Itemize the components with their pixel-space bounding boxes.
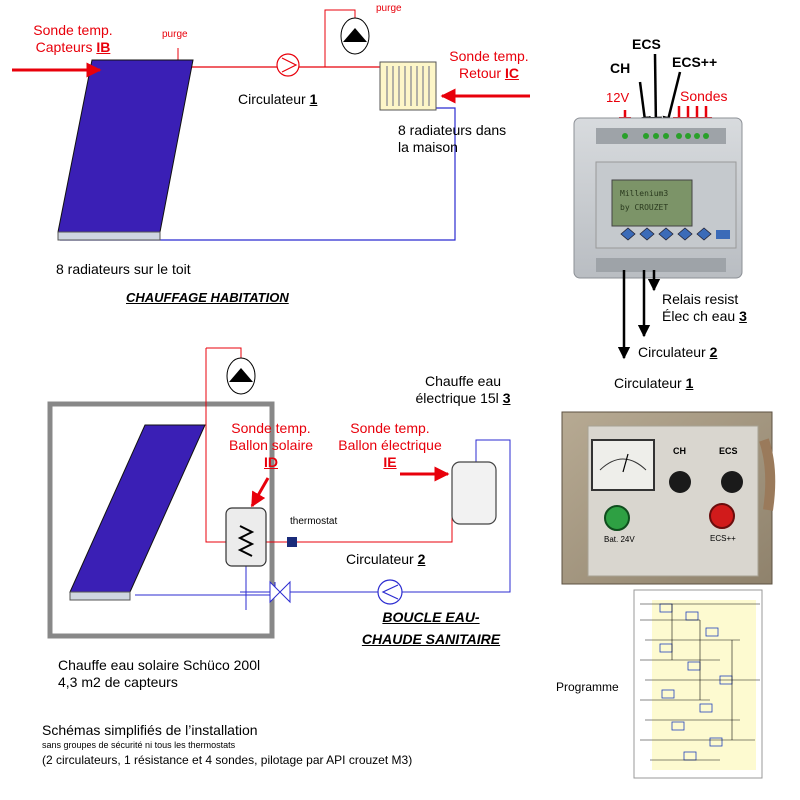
solar-heater-frame bbox=[47, 401, 275, 639]
circulator-1-text: Circulateur bbox=[238, 91, 310, 107]
plc-relay-line2: Élec ch eau bbox=[662, 308, 740, 324]
sensor-ib-label: Sonde temp. Capteurs IB bbox=[14, 22, 132, 56]
plc-relay-num: 3 bbox=[739, 308, 747, 324]
panel-bat-label: Bat. 24V bbox=[604, 535, 635, 544]
plc-label-ch: CH bbox=[610, 60, 631, 76]
electric-heater-line2: électrique 15l bbox=[415, 390, 503, 406]
footer-summary: (2 circulateurs, 1 résistance et 4 sonde… bbox=[42, 753, 413, 767]
sensor-ib-line1: Sonde temp. bbox=[33, 22, 113, 38]
footer-title: Schémas simplifiés de l’installation bbox=[42, 722, 258, 738]
circulator-2-symbol bbox=[377, 579, 403, 605]
circulator-2-num: 2 bbox=[417, 551, 426, 567]
electric-heater-label: Chauffe eau électrique 15l 3 bbox=[410, 373, 516, 407]
plc-module: Millenium3 by CROUZET bbox=[573, 53, 743, 360]
sensor-ib-code: IB bbox=[96, 39, 111, 55]
sensor-id-label: Sonde temp. Ballon solaire ID bbox=[218, 420, 324, 471]
solar-heater-line1: Chauffe eau solaire Schüco 200l bbox=[58, 657, 261, 673]
thermostat-label: thermostat bbox=[290, 516, 338, 527]
purge-top-label: purge bbox=[162, 29, 188, 40]
expansion-tank-top bbox=[340, 17, 370, 55]
expansion-tank-bottom bbox=[226, 357, 256, 395]
plc-circ2-text: Circulateur bbox=[638, 344, 710, 360]
sensor-ic-line2: Retour bbox=[459, 65, 505, 81]
plc-label-12v: 12V bbox=[606, 90, 630, 105]
plc-output-relay: Relais resist Élec ch eau 3 bbox=[662, 291, 747, 325]
radiators-house-line2: la maison bbox=[398, 139, 458, 155]
plc-screen-line-1: Millenium3 bbox=[620, 189, 668, 198]
electric-heater-num: 3 bbox=[502, 390, 511, 406]
thermostat-symbol bbox=[287, 537, 297, 547]
sensor-ie-code: IE bbox=[383, 454, 397, 470]
sensor-ic-code: IC bbox=[504, 65, 519, 81]
dhw-title-line1: BOUCLE EAU- bbox=[382, 609, 480, 625]
panel-ecs-label: ECS bbox=[719, 446, 738, 456]
program-label: Programme bbox=[556, 680, 619, 694]
circulator-1-label: Circulateur 1 bbox=[238, 91, 317, 108]
circulator-1-num: 1 bbox=[309, 91, 318, 107]
plc-circ1-num: 1 bbox=[685, 375, 694, 391]
electric-heater bbox=[451, 461, 497, 525]
panel-ecs-pp-label: ECS++ bbox=[710, 534, 736, 543]
sensor-id-line1: Sonde temp. bbox=[231, 420, 311, 436]
solar-heater-label: Chauffe eau solaire Schüco 200l 4,3 m2 d… bbox=[58, 657, 260, 691]
solar-heater-line2: 4,3 m2 de capteurs bbox=[58, 674, 178, 690]
sensor-id-arrow bbox=[250, 477, 270, 508]
solar-tank bbox=[225, 507, 267, 567]
program-diagram bbox=[633, 589, 763, 779]
radiators-house-line1: 8 radiateurs dans bbox=[398, 122, 507, 138]
dhw-title: BOUCLE EAU- CHAUDE SANITAIRE bbox=[336, 606, 526, 650]
radiators-roof-label: 8 radiateurs sur le toit bbox=[56, 261, 191, 277]
sensor-ib-line2: Capteurs bbox=[35, 39, 97, 55]
plc-output-circ2: Circulateur 2 bbox=[638, 344, 717, 361]
sensor-ic-label: Sonde temp. Retour IC bbox=[436, 48, 542, 82]
heating-return-pipe bbox=[60, 107, 456, 241]
plc-screen-line-2: by CROUZET bbox=[620, 203, 668, 212]
plc-label-sondes: Sondes bbox=[680, 88, 728, 104]
plc-label-ecs: ECS bbox=[632, 36, 661, 52]
sensor-ie-line1: Sonde temp. bbox=[350, 420, 430, 436]
sensor-ie-line2: Ballon électrique bbox=[338, 437, 442, 453]
sensor-id-line2: Ballon solaire bbox=[228, 437, 314, 453]
dhw-title-line2: CHAUDE SANITAIRE bbox=[361, 631, 501, 647]
circulator-2-text: Circulateur bbox=[346, 551, 418, 567]
sensor-ie-label: Sonde temp. Ballon électrique IE bbox=[324, 420, 456, 471]
circulator-2-label: Circulateur 2 bbox=[346, 551, 425, 568]
control-panel bbox=[561, 411, 776, 585]
plc-relay-line1: Relais resist bbox=[662, 291, 739, 307]
sensor-ic-line1: Sonde temp. bbox=[449, 48, 529, 64]
circulator-1-symbol bbox=[276, 53, 300, 77]
expansion-branch bbox=[324, 9, 356, 67]
footer-subtitle: sans groupes de sécurité ni tous les the… bbox=[42, 740, 236, 750]
dhw-circuit bbox=[47, 347, 511, 639]
plc-circ2-num: 2 bbox=[709, 344, 718, 360]
heating-title: CHAUFFAGE HABITATION bbox=[126, 290, 289, 305]
plc-label-ecs-pp: ECS++ bbox=[672, 54, 718, 70]
radiator-symbol bbox=[379, 61, 437, 111]
panel-ch-label: CH bbox=[673, 446, 686, 456]
electric-heater-line1: Chauffe eau bbox=[424, 373, 502, 389]
plc-circ1-text: Circulateur bbox=[614, 375, 686, 391]
radiators-house-label: 8 radiateurs dans la maison bbox=[398, 122, 506, 156]
sensor-id-code: ID bbox=[264, 454, 278, 470]
purge-tank-label: purge bbox=[376, 3, 402, 14]
roof-solar-panel bbox=[57, 59, 194, 241]
heating-circuit bbox=[12, 9, 530, 241]
plc-output-circ1: Circulateur 1 bbox=[614, 375, 693, 392]
